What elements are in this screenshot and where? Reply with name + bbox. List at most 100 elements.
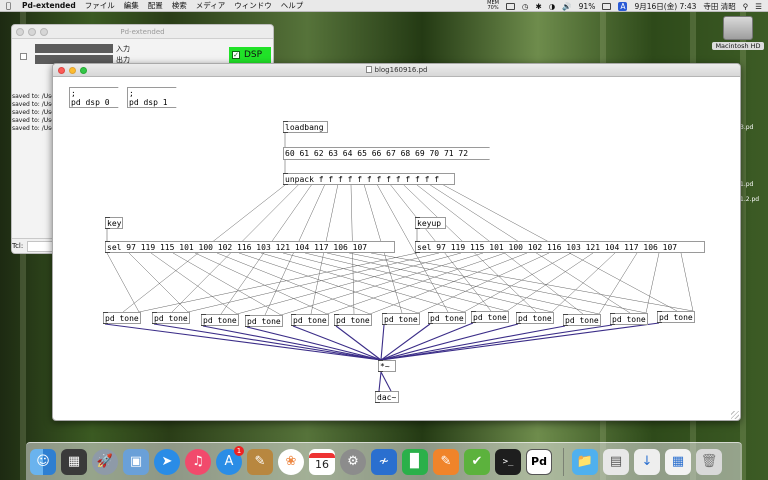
pd-tone-subpatch[interactable]: pd tone [657,311,695,323]
document-icon [365,66,372,73]
spreadsheet-icon[interactable]: ✔ [464,448,490,475]
menu-file[interactable]: ファイル [84,1,115,10]
bluetooth-icon[interactable]: ✱ [535,1,542,11]
sel-keyup-object[interactable]: sel 97 119 115 101 100 102 116 103 121 1… [415,241,705,253]
pd-tone-subpatch[interactable]: pd tone [103,312,141,324]
pd-tone-subpatch[interactable]: pd tone [245,315,283,327]
desktop-volume[interactable]: Macintosh HD [712,16,764,50]
window-controls [16,28,48,36]
wifi-icon[interactable]: ◑ [548,1,556,11]
dac-object[interactable]: dac~ [375,391,399,403]
document-stack-icon[interactable]: ▤ [603,448,629,475]
pages-icon[interactable]: ✎ [433,448,459,475]
finder-icon[interactable]: ☺ [30,448,56,475]
folder-icon[interactable]: 📁 [572,448,598,475]
pd-tone-subpatch[interactable]: pd tone [382,313,420,325]
logic-icon[interactable]: ≁ [371,448,397,475]
notes-message[interactable]: 60 61 62 63 64 65 66 67 68 69 70 71 72 [283,147,490,160]
pd-icon[interactable]: Pd [526,448,552,475]
menu-help[interactable]: ヘルプ [280,1,304,10]
unpack-object[interactable]: unpack f f f f f f f f f f f f f [283,173,455,185]
log-line: saved to: /Users [12,117,61,124]
battery-icon[interactable] [602,2,612,10]
menu-bar:  Pd-extended ファイル 編集 配置 検索 メディア ウィンドウ ヘ… [0,0,768,12]
menu-edit[interactable]: 編集 [123,1,139,10]
hard-drive-icon [723,16,753,40]
downloads-stack-icon[interactable]: ↓ [634,448,660,475]
console-title: Pd-extended [12,25,273,39]
notification-badge: 1 [234,445,244,456]
launchpad-icon[interactable]: 🚀 [92,448,118,475]
battery-percent[interactable]: 91% [578,1,596,11]
menu-window[interactable]: ウィンドウ [234,1,272,10]
system-preferences-icon[interactable]: ⚙ [340,448,366,475]
multiply-signal-object[interactable]: *~ [378,360,396,372]
time-machine-icon[interactable]: ◷ [521,1,529,11]
display-icon[interactable] [505,2,515,10]
notification-center-icon[interactable]: ☰ [755,1,762,11]
loadbang-object[interactable]: loadbang [283,121,328,133]
dsp-toggle[interactable]: ✓ DSP [229,47,271,63]
pd-tone-subpatch[interactable]: pd tone [516,312,554,324]
minimize-button[interactable] [69,67,76,74]
memory-monitor[interactable]: MEM 70% [487,0,499,11]
trash-icon[interactable]: 🗑 [696,448,722,475]
app-menu[interactable]: Pd-extended [22,1,76,10]
output-label: 出力 [116,56,130,64]
window-controls [58,67,87,74]
photos-icon[interactable]: ❀ [278,448,304,475]
dsp-on-message[interactable]: ; pd dsp 1 [127,87,177,108]
calendar-icon[interactable]: 16 [309,448,335,475]
preview-icon[interactable]: ▣ [123,448,149,475]
terminal-icon[interactable]: >_ [495,448,521,475]
dsp-checkbox[interactable]: ✓ [232,51,240,59]
notes-icon[interactable]: ✎ [247,448,273,475]
keyup-object[interactable]: keyup [415,217,446,229]
volume-icon[interactable]: 🔊 [562,1,572,11]
dsp-off-message[interactable]: ; pd dsp 0 [69,87,119,108]
key-object[interactable]: key [105,217,123,229]
sel-key-object[interactable]: sel 97 119 115 101 100 102 116 103 121 1… [105,241,395,253]
apple-menu-icon[interactable]:  [6,1,16,10]
pd-tone-subpatch[interactable]: pd tone [610,313,648,325]
zoom-button[interactable] [40,28,48,36]
pd-tone-subpatch[interactable]: pd tone [428,312,466,324]
close-button[interactable] [58,67,65,74]
pd-tone-subpatch[interactable]: pd tone [201,314,239,326]
menu-put[interactable]: 配置 [147,1,163,10]
pd-tone-subpatch[interactable]: pd tone [471,311,509,323]
log-line: saved to: /Users [12,109,61,116]
close-button[interactable] [16,28,24,36]
mission-control-icon[interactable]: ▦ [61,448,87,475]
patch-title: blog160916.pd [374,66,428,74]
volume-label: Macintosh HD [712,42,764,50]
input-source-icon[interactable]: A [618,1,628,11]
safari-icon[interactable]: ➤ [154,448,180,475]
spotlight-icon[interactable]: ⚲ [742,1,749,11]
dock-separator [563,447,564,476]
desktop-file-label[interactable]: 3.pd [740,124,754,131]
pd-tone-subpatch[interactable]: pd tone [291,314,329,326]
peak-meter-checkbox[interactable] [20,53,27,60]
pd-tone-subpatch[interactable]: pd tone [152,312,190,324]
itunes-icon[interactable]: ♫ [185,448,211,475]
pd-tone-subpatch[interactable]: pd tone [563,314,601,326]
numbers-icon[interactable]: ▉ [402,448,428,475]
input-meter [35,44,113,53]
pd-tone-subpatch[interactable]: pd tone [334,314,372,326]
menu-media[interactable]: メディア [195,1,226,10]
patch-titlebar: blog160916.pd [53,64,740,77]
clock[interactable]: 9月16日(金) 7:43 [634,1,697,11]
desktop-file-label[interactable]: 1.2.pd [740,196,760,203]
minimize-button[interactable] [28,28,36,36]
screenshot-stack-icon[interactable]: ▦ [665,448,691,475]
log-line: saved to: /Users [12,125,61,132]
resize-handle[interactable] [731,411,739,419]
desktop-file-label[interactable]: 1.pd [740,181,754,188]
log-line: saved to: /Users [12,101,61,108]
menu-find[interactable]: 検索 [171,1,187,10]
user-name[interactable]: 寺田 清昭 [703,1,736,11]
zoom-button[interactable] [80,67,87,74]
